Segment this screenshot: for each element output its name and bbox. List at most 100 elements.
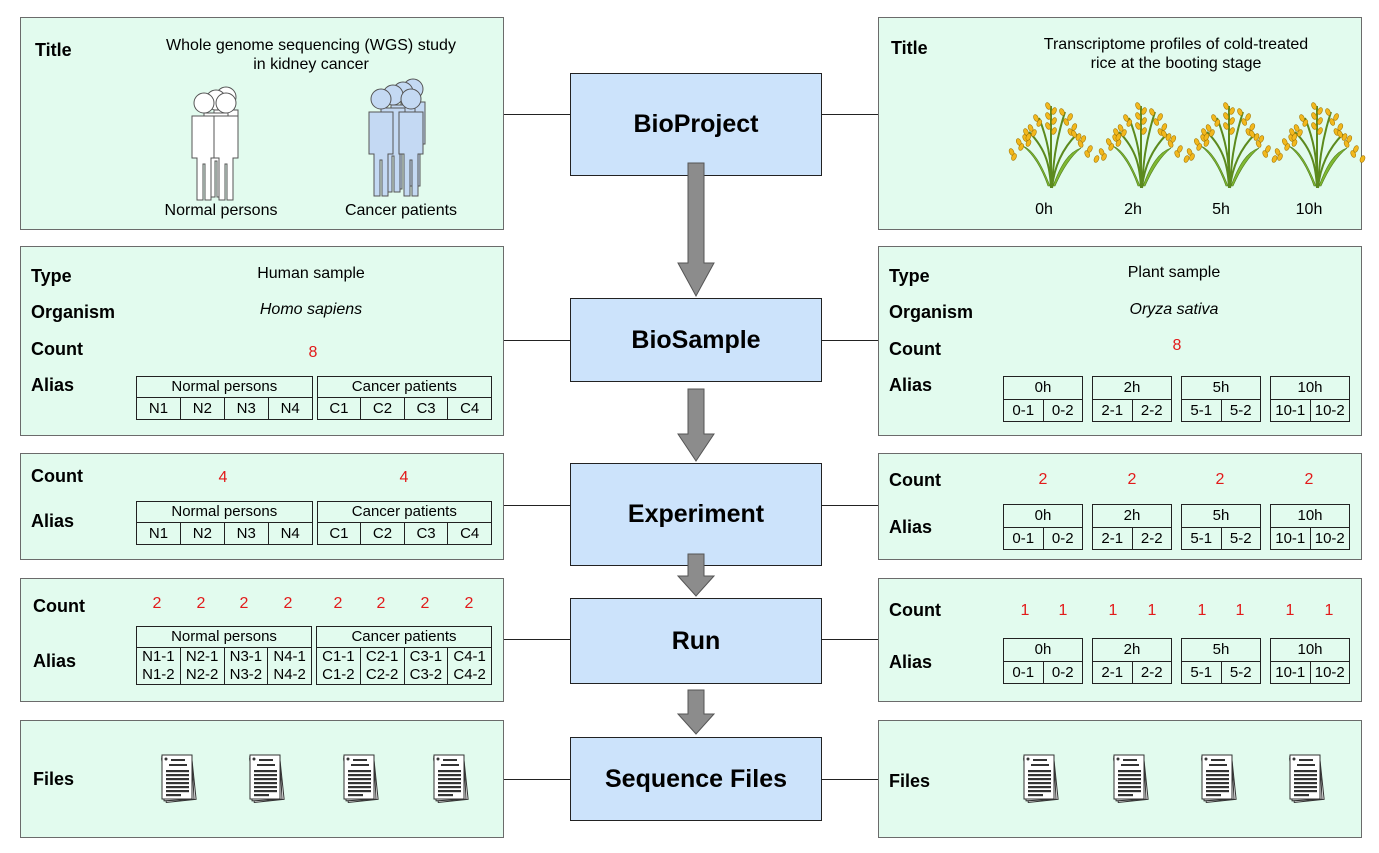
count-value: 2 [333, 595, 343, 612]
count-value: 2 [239, 595, 249, 612]
alias-cell: 5-2 [1220, 661, 1261, 684]
alias-line: N3-2 [229, 666, 263, 683]
alias-cell: 10-2 [1309, 399, 1350, 422]
files-label: Files [33, 769, 75, 789]
alias-cell: 5-1 [1181, 527, 1222, 550]
group-header: 10h [1270, 504, 1350, 528]
count-value: 2 [1038, 471, 1048, 488]
count-value: 2 [196, 595, 206, 612]
group-header: Cancer patients [316, 626, 492, 648]
count-label: Count [889, 339, 941, 359]
alias-line: C2-2 [365, 666, 399, 683]
group-header: 10h [1270, 376, 1350, 400]
timepoint-label: 2h [1124, 201, 1142, 218]
alias-cell: 5-2 [1220, 399, 1261, 422]
connector-line [504, 505, 570, 506]
alias-line: N3-1 [229, 648, 263, 665]
alias-line: C4-1 [453, 648, 486, 665]
organism-value: Homo sapiens [259, 301, 363, 318]
alias-cell: C2 [360, 522, 405, 545]
alias-label: Alias [33, 651, 77, 671]
down-arrow-icon [677, 162, 715, 298]
alias-cell: C3 [403, 397, 449, 420]
left-experiment-panel: Count 4 4 Alias Normal persons Cancer pa… [20, 453, 504, 560]
alias-cell: 5-2 [1220, 527, 1261, 550]
files-label: Files [889, 771, 931, 791]
alias-line: N1-2 [142, 666, 175, 683]
alias-line: N2-2 [185, 666, 219, 683]
count-label: Count [31, 339, 83, 359]
left-run-panel: Count 2 2 2 2 2 2 2 2 Alias Normal perso… [20, 578, 504, 702]
group-label-cancer: Cancer patients [344, 202, 458, 219]
alias-line: N2-1 [185, 648, 219, 665]
group-header: 2h [1092, 376, 1172, 400]
bioproject-label: BioProject [633, 110, 759, 138]
count-value: 8 [1172, 337, 1182, 354]
count-value: 8 [308, 344, 318, 361]
group-header: 10h [1270, 638, 1350, 662]
alias-cell: N4 [267, 522, 313, 545]
title-label: Title [891, 38, 928, 58]
alias-line: C2-1 [365, 648, 399, 665]
group-header: Cancer patients [316, 501, 493, 523]
title-label: Title [35, 40, 72, 60]
alias-line: N1-1 [142, 648, 175, 665]
alias-cell: N2 [179, 397, 225, 420]
group-header: Normal persons [136, 501, 313, 523]
alias-cell: N3 [223, 522, 269, 545]
group-header: Cancer patients [316, 376, 493, 398]
timepoint-label: 10h [1295, 201, 1323, 218]
right-files-panel: Files [878, 720, 1362, 838]
count-label: Count [889, 600, 941, 620]
count-value: 4 [218, 469, 228, 486]
right-bioproject-panel: Title Transcriptome profiles of cold-tre… [878, 17, 1366, 230]
organism-label: Organism [31, 302, 116, 322]
type-label: Type [889, 266, 930, 286]
alias-cell: C4 [447, 397, 492, 420]
group-label-normal: Normal persons [164, 202, 278, 219]
document-icon [431, 753, 471, 812]
count-value: 2 [420, 595, 430, 612]
project-title-line2: in kidney cancer [253, 56, 369, 73]
alias-line: C4-2 [453, 666, 486, 683]
person-patient-icon [368, 78, 426, 197]
experiment-box: Experiment [570, 463, 822, 566]
project-title-line1: Transcriptome profiles of cold-treated [1043, 36, 1309, 53]
count-value: 1 [1324, 602, 1334, 619]
alias-cell: 0-1 [1003, 527, 1044, 550]
type-value: Plant sample [1127, 264, 1221, 281]
alias-cell: 10-1 [1270, 527, 1311, 550]
connector-line [822, 639, 878, 640]
organism-label: Organism [889, 302, 974, 322]
connector-line [504, 340, 570, 341]
alias-label: Alias [889, 375, 933, 395]
left-biosample-panel: Type Human sample Organism Homo sapiens … [20, 246, 504, 436]
count-value: 4 [399, 469, 409, 486]
alias-cell: 2-2 [1131, 399, 1172, 422]
alias-cell: 2-1 [1092, 399, 1133, 422]
count-value: 1 [1020, 602, 1030, 619]
alias-cell: 10-1 [1270, 399, 1311, 422]
alias-cell: C2 [360, 397, 405, 420]
alias-cell: C3 [403, 522, 449, 545]
connector-line [822, 779, 878, 780]
alias-cell: 2-2 [1131, 527, 1172, 550]
alias-cell: C1 [316, 397, 362, 420]
group-header: 5h [1181, 376, 1261, 400]
connector-line [822, 340, 878, 341]
count-label: Count [31, 466, 83, 486]
group-header: 5h [1181, 638, 1261, 662]
sequence-files-label: Sequence Files [604, 764, 788, 793]
